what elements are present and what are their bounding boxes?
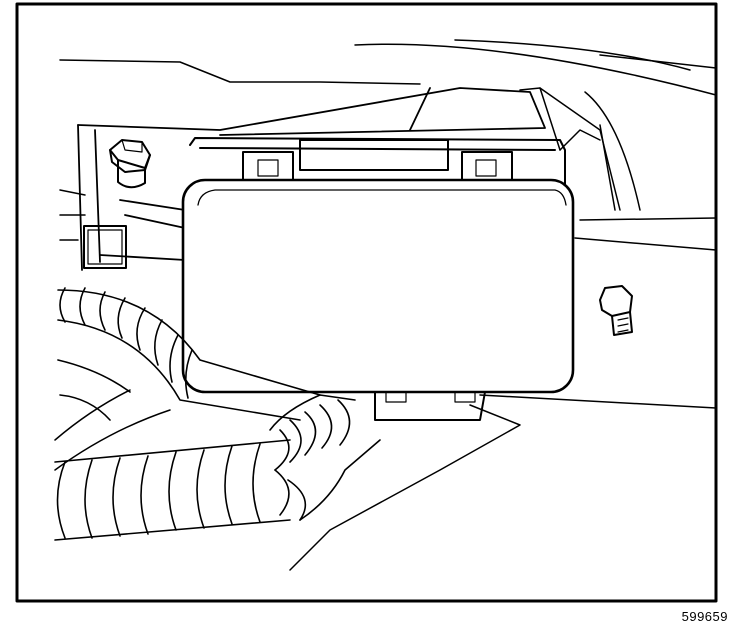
illustration-frame: [15, 2, 718, 603]
module-cover: [181, 178, 575, 394]
mounting-bracket: [77, 87, 546, 271]
module-housing: [189, 137, 566, 186]
figure-number: 599659: [681, 609, 728, 624]
background-structure: [54, 39, 717, 571]
wire-harness-icon: [54, 287, 381, 541]
lower-connector: [374, 391, 486, 421]
hex-bolt-icon: [109, 139, 151, 189]
left-connector: [83, 225, 127, 269]
bolt-icon: [599, 285, 633, 336]
